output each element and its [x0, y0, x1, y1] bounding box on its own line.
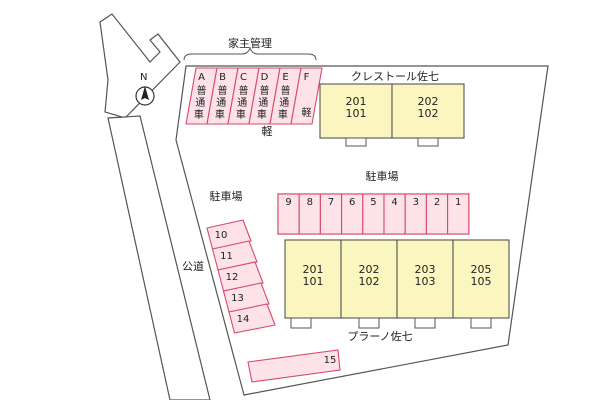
entry-step — [290, 317, 312, 329]
stall-number: 2 — [434, 197, 440, 208]
unit-number: 101 — [346, 107, 367, 120]
stall-kind-char: 普 — [239, 84, 249, 97]
stall-kind-char: 普 — [281, 84, 291, 97]
stall-number: 12 — [226, 272, 239, 283]
owner-label: 家主管理 — [228, 36, 272, 50]
unit-block — [452, 239, 510, 319]
parking-row-1-9: 9 8 7 6 5 4 3 2 1 — [277, 193, 470, 235]
stall-number: 3 — [413, 197, 419, 208]
unit-number: 201 — [303, 263, 324, 276]
road-north — [99, 13, 181, 119]
stall-14 — [228, 303, 276, 334]
stall-kind-char: 通 — [216, 97, 226, 109]
parking-diagonal-10-14: 10 11 12 13 14 — [206, 219, 276, 334]
unit-number: 105 — [471, 275, 492, 288]
stall-kind-char: 普 — [197, 84, 207, 97]
unit-block — [391, 83, 465, 139]
entry-step — [414, 317, 436, 329]
stall-kind-char: 車 — [194, 108, 204, 121]
unit-number: 202 — [418, 95, 439, 108]
entry-step — [358, 317, 380, 329]
stall-letter: D — [261, 72, 269, 83]
stall-11 — [211, 240, 258, 271]
stall-number: 14 — [237, 314, 250, 325]
stall-kind-char: 車 — [278, 108, 288, 121]
stall-kind-char: 車 — [257, 108, 267, 121]
stall-15: 15 — [247, 349, 341, 383]
stall-kind-char: 通 — [279, 97, 289, 109]
stall-number: 11 — [220, 251, 233, 262]
unit-number: 103 — [415, 275, 436, 288]
stall-kind-char: 車 — [236, 108, 246, 121]
unit-number: 203 — [415, 263, 436, 276]
light-car-label: 軽 — [262, 125, 273, 138]
stall-15-box — [247, 349, 341, 383]
stall-kind-char: 通 — [237, 97, 247, 109]
unit-number: 205 — [471, 263, 492, 276]
stall-number: 8 — [307, 197, 313, 208]
stall-number: 6 — [349, 197, 355, 208]
stall-number: 10 — [215, 230, 228, 241]
building-north-name: クレストール佐七 — [351, 69, 439, 83]
unit-block — [396, 239, 454, 319]
unit-block — [340, 239, 398, 319]
stall-letter: C — [240, 72, 247, 83]
stall-kind-char: 普 — [218, 84, 228, 97]
stall-f — [290, 67, 323, 125]
stall-kind-char: 通 — [195, 97, 205, 109]
parking-label-right: 駐車場 — [366, 169, 399, 183]
stall-number: 1 — [455, 197, 461, 208]
public-road-label: 公道 — [182, 259, 204, 273]
stall-kind-char: 通 — [258, 97, 268, 109]
unit-block — [319, 83, 393, 139]
unit-number: 102 — [359, 275, 380, 288]
unit-number: 202 — [359, 263, 380, 276]
stall-number: 13 — [231, 293, 244, 304]
stall-number: 7 — [328, 197, 334, 208]
stall-1 — [447, 193, 470, 235]
unit-number: 102 — [418, 107, 439, 120]
parking-label-left: 駐車場 — [210, 189, 243, 203]
stall-letter: E — [282, 72, 288, 83]
stall-12 — [217, 261, 264, 292]
compass-label: N — [140, 72, 147, 83]
unit-number: 201 — [346, 95, 367, 108]
stall-number: 9 — [285, 197, 291, 208]
entry-step — [345, 137, 367, 147]
compass: N — [135, 72, 155, 106]
stall-kind-char: 軽 — [302, 107, 312, 119]
stall-kind-char: 車 — [215, 108, 225, 121]
stall-10 — [206, 219, 252, 250]
entry-step — [417, 137, 439, 147]
unit-block — [284, 239, 342, 319]
stall-number: 4 — [391, 197, 397, 208]
owner-brace — [183, 46, 317, 61]
stall-13 — [222, 282, 270, 313]
unit-number: 101 — [303, 275, 324, 288]
stall-letter: F — [304, 72, 310, 83]
stall-number: 5 — [370, 197, 376, 208]
stall-15-label: 15 — [324, 355, 337, 366]
stall-kind-char: 普 — [260, 84, 270, 97]
stall-letter: A — [198, 72, 205, 83]
stall-letter: B — [219, 72, 226, 83]
entry-step — [470, 317, 492, 329]
building-south-name: プラーノ佐七 — [347, 329, 412, 343]
compass-arrow-icon — [141, 86, 149, 100]
